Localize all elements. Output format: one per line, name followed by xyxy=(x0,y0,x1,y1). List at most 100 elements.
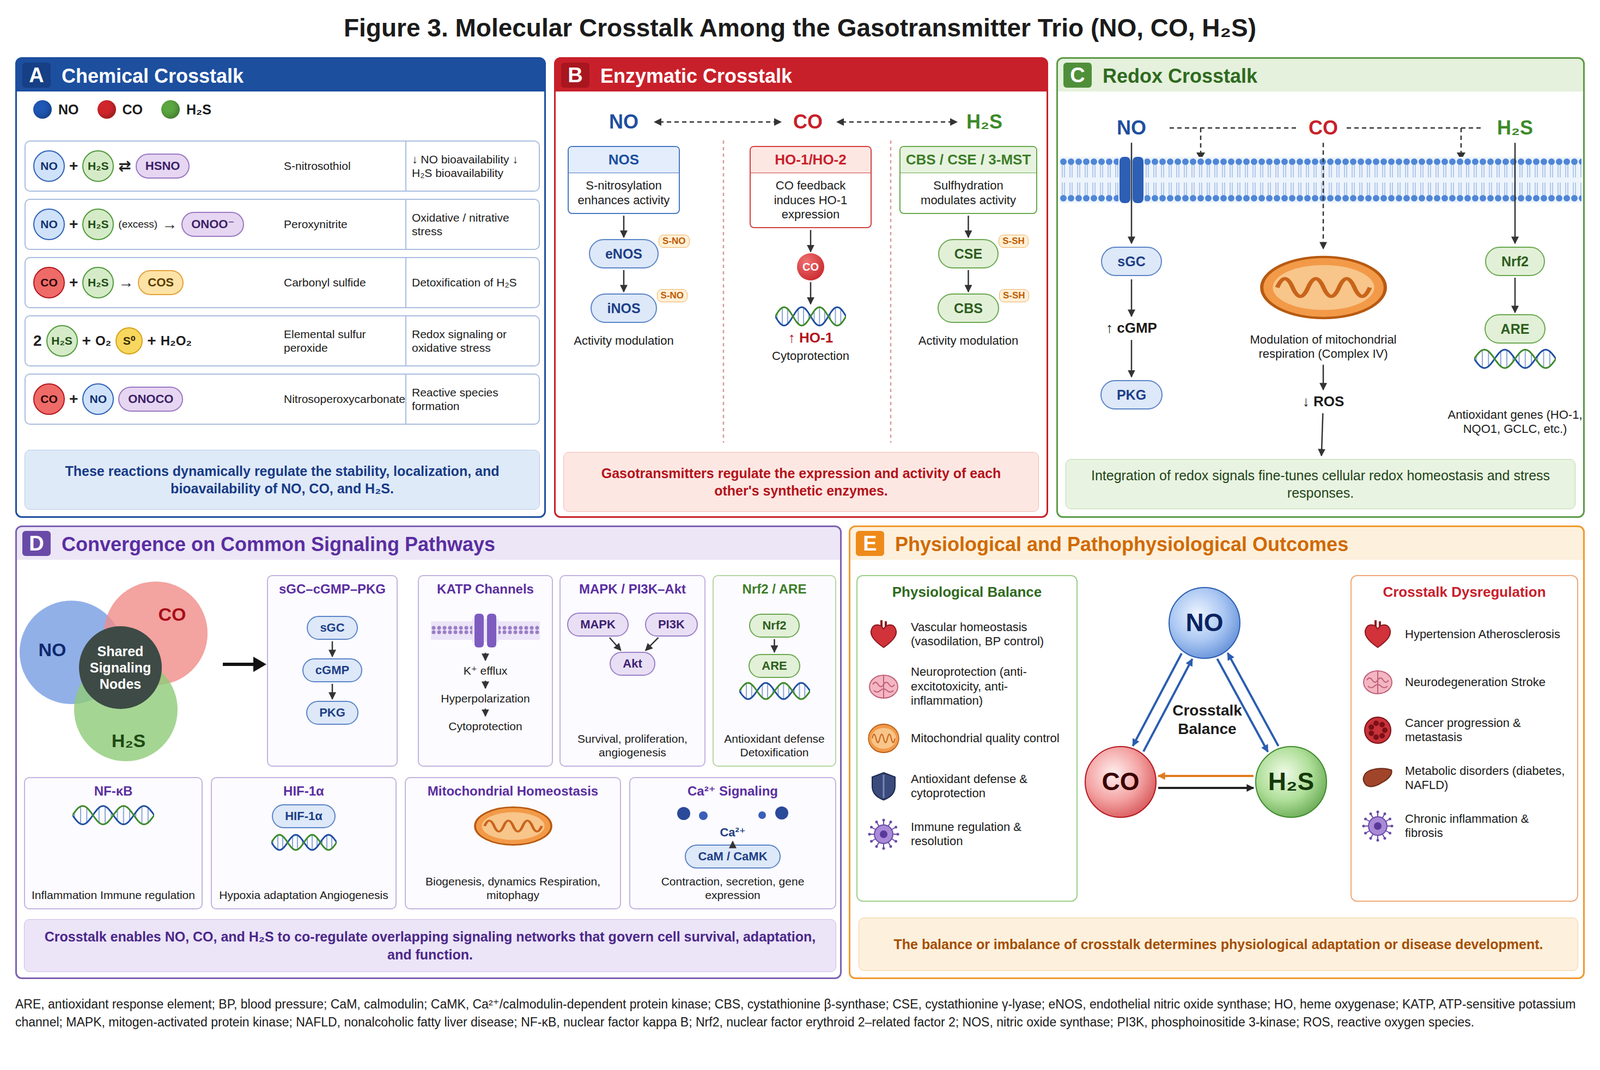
op-label: 2 xyxy=(33,331,42,351)
item-label: Antioxidant defense & cytoprotection xyxy=(867,769,1067,805)
panel: EPhysiological and Pathophysiological Ou… xyxy=(848,525,1585,980)
legend-item: CO xyxy=(97,100,144,119)
node-heading: CO xyxy=(1102,767,1140,798)
molecule-circle: H₂S xyxy=(82,266,114,299)
node-heading: Nrf2 xyxy=(1501,253,1529,270)
node-heading: CO xyxy=(40,275,58,290)
node-heading: PKG xyxy=(1116,386,1147,404)
protein-pill: iNOSS-NO xyxy=(590,293,657,324)
node-text: Physiological and Pathophysiological Out… xyxy=(895,532,1349,557)
summary-band: Integration of redox signals fine-tunes … xyxy=(1065,459,1576,510)
node-heading: S⁰ xyxy=(123,333,136,348)
protein-pill: CBSS-SH xyxy=(937,293,1000,324)
node-heading: H₂S xyxy=(87,159,109,173)
mito-illustration xyxy=(472,804,555,849)
pathway-box: NF-κBInflammation Immune regulation xyxy=(23,777,203,910)
node-heading: Nrf2 / ARE xyxy=(742,581,807,598)
node-heading: S-nitrosothiol xyxy=(283,159,401,173)
node-text: ↓ NO bioavailability ↓ H₂S bioavailabili… xyxy=(405,141,539,191)
legend-text: NO xyxy=(58,101,79,118)
node-heading: Ca²⁺ Signaling xyxy=(687,783,778,800)
node-heading: CaM / CaMK xyxy=(697,849,768,865)
op-label: + xyxy=(69,390,78,409)
node-heading: Physiological Balance xyxy=(867,583,1067,601)
reaction-row: Elemental sulfur peroxideRedox signaling… xyxy=(24,315,540,367)
node-heading: ARE xyxy=(761,659,787,674)
liver-icon xyxy=(1361,762,1395,795)
item-label: Mitochondrial quality control xyxy=(867,721,1067,757)
node-heading: eNOS xyxy=(605,245,643,263)
node-heading: HIF-1α xyxy=(284,809,323,824)
mt-label: Modulation of mitochondrial respiration … xyxy=(1221,332,1426,362)
mol-label: H₂O₂ xyxy=(160,333,192,350)
protein-pill: sGC xyxy=(306,616,358,641)
tag-label: S-NO xyxy=(658,234,690,248)
protein-pill: cGMP xyxy=(302,658,363,683)
pathway-box: Mitochondrial HomeostasisBiogenesis, dyn… xyxy=(404,777,622,910)
connector-arrow xyxy=(645,637,659,652)
reaction-row: Carbonyl sulfideDetoxification of H₂SCOH… xyxy=(24,257,540,309)
node-heading: HSNO xyxy=(145,159,181,174)
connector-arrow xyxy=(1227,653,1279,747)
item-label: Metabolic disorders (diabetes, NAFLD) xyxy=(1361,761,1568,796)
connector-arrow xyxy=(1217,659,1268,753)
exc-label: (excess) xyxy=(118,218,158,231)
figure-title: Figure 3. Molecular Crosstalk Among the … xyxy=(0,13,1600,44)
molecule-circle: NO xyxy=(82,383,114,416)
node-heading: Elemental sulfur peroxide xyxy=(283,327,401,355)
flow-arrow xyxy=(1322,142,1325,249)
node-heading: sGC–cGMP–PKG xyxy=(278,581,386,598)
op-label: + xyxy=(69,215,78,234)
node-heading: H₂S xyxy=(51,333,73,348)
outcome-box: Crosstalk DysregulationHypertension Athe… xyxy=(1350,575,1579,903)
node-heading: Integration of redox signals fine-tunes … xyxy=(1082,466,1559,503)
connector-arrow xyxy=(810,282,812,304)
katp-illustration xyxy=(430,611,540,650)
connector-arrow xyxy=(1158,775,1254,778)
memb-illustration xyxy=(1059,156,1582,204)
vdash-illustration xyxy=(889,140,893,443)
node-heading: A xyxy=(22,62,51,88)
node-text: Convergence on Common Signaling Pathways xyxy=(61,532,496,557)
enzyme-box: CBS / CSE / 3-MSTSulfhydration modulates… xyxy=(899,145,1038,215)
layout-group: Modulation of mitochondrial respiration … xyxy=(1221,252,1426,411)
protein-pill: sGC xyxy=(1100,246,1162,277)
connector-arrow xyxy=(967,215,970,238)
node-heading: Peroxynitrite xyxy=(283,217,401,231)
node-heading: PI3K xyxy=(658,617,685,632)
node-heading: KATP Channels xyxy=(436,581,534,598)
layout-group: MAPK PI3K xyxy=(567,612,698,637)
legend-swatch xyxy=(97,100,117,119)
protein-pill: PKG xyxy=(1100,380,1163,410)
node-heading: HO-1/HO-2 xyxy=(750,147,871,174)
node-text: Survival, proliferation, angiogenesis xyxy=(566,732,699,760)
tag-label: S-SH xyxy=(998,234,1029,248)
protein-pill: MAPK xyxy=(567,612,629,637)
brain-icon xyxy=(867,670,900,704)
node-text: Reactive species formation xyxy=(405,374,539,424)
hd-label: H₂S xyxy=(948,110,1020,134)
node-heading: Mitochondrial Homeostasis xyxy=(427,783,599,800)
node-heading: CBS xyxy=(953,300,983,317)
product-pill: ONOCO xyxy=(118,386,184,412)
am-label: Activity modulation xyxy=(918,333,1019,349)
pathway-box: Nrf2 / AREAntioxidant defense Detoxifica… xyxy=(712,575,837,768)
op-label: + xyxy=(147,331,156,351)
node-heading: CO xyxy=(802,260,819,274)
brain-icon xyxy=(1361,666,1395,699)
node-heading: CO xyxy=(40,392,58,406)
vdash-illustration xyxy=(721,140,726,443)
node-heading: C xyxy=(1063,62,1092,88)
node-heading: Akt xyxy=(622,656,642,672)
layout-group: S-nitrosothiol ↓ NO bioavailability ↓ H₂S… xyxy=(24,140,540,425)
protein-pill: eNOSS-NO xyxy=(588,239,659,269)
flow-arrow xyxy=(1322,364,1325,391)
mito-illustration xyxy=(1257,252,1390,324)
layout-group: HO-1/HO-2CO feedback induces HO-1 expres… xyxy=(749,145,872,364)
node-text: Detoxification of H₂S xyxy=(405,258,539,308)
molecule-circle: CO xyxy=(33,383,65,416)
connector-arrow xyxy=(623,215,625,238)
node-heading: H₂S xyxy=(87,217,109,231)
node-heading: Crosstalk enables NO, CO, and H₂S to co-… xyxy=(40,928,820,964)
